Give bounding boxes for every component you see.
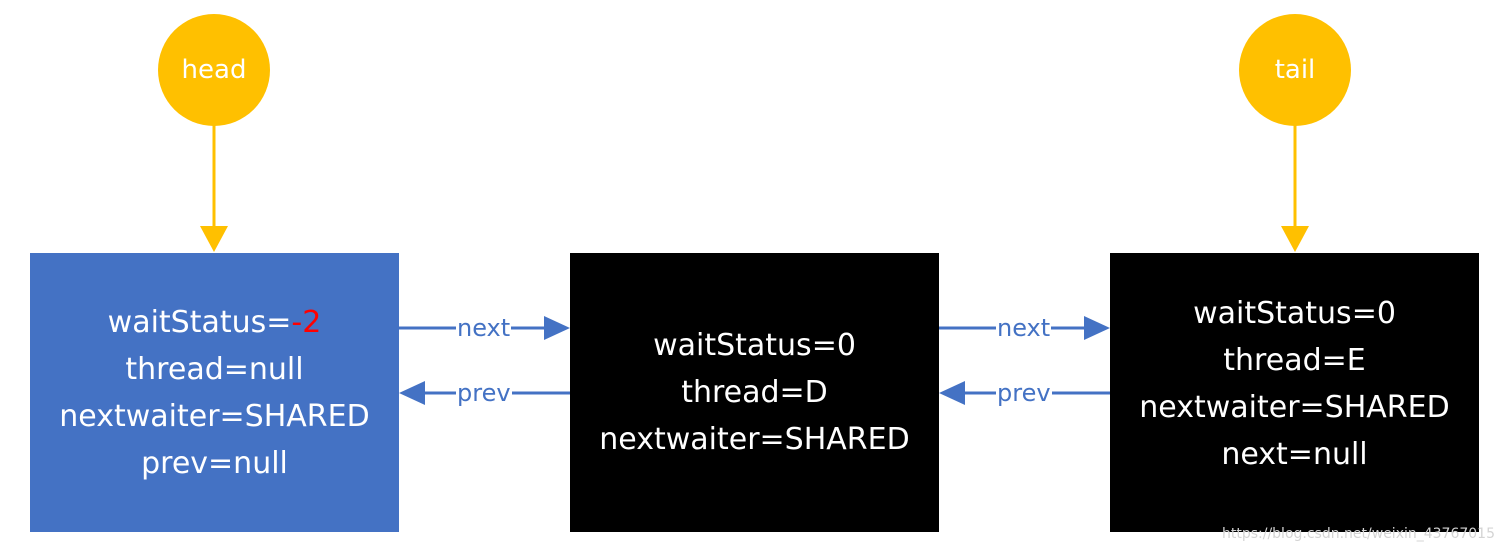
tail-node-next: next=null: [1221, 436, 1368, 472]
prev-link-label-1: prev: [456, 379, 512, 407]
middle-node-wait-status: waitStatus=0: [653, 322, 856, 369]
head-pointer-arrowhead: [200, 226, 228, 252]
next-link-label-2: next: [996, 314, 1052, 342]
middle-node: waitStatus=0 thread=D nextwaiter=SHARED: [570, 253, 939, 532]
next-link-label-1: next: [456, 314, 512, 342]
tail-node-wait-status: waitStatus=0: [1193, 290, 1396, 337]
wait-status-label: waitStatus=: [1193, 295, 1377, 331]
watermark-text: https://blog.csdn.net/weixin_43767015: [1221, 526, 1495, 542]
head-pointer-label: head: [181, 55, 247, 85]
head-node-thread: thread=null: [125, 351, 304, 387]
tail-node-thread: thread=E: [1223, 342, 1366, 378]
tail-node-nextwaiter: nextwaiter=SHARED: [1139, 389, 1450, 425]
tail-pointer-label: tail: [1274, 55, 1316, 85]
head-pointer: head: [158, 14, 270, 126]
head-node-prev: prev=null: [141, 445, 288, 481]
wait-status-label: waitStatus=: [107, 304, 292, 340]
head-node-wait-status: waitStatus=-2: [108, 299, 322, 346]
prev-link-label-2: prev: [996, 379, 1052, 407]
head-node: waitStatus=-2 thread=null nextwaiter=SHA…: [30, 253, 399, 532]
prev-arrowhead-2: [939, 381, 965, 405]
next-arrowhead-1: [544, 316, 570, 340]
next-arrowhead-2: [1084, 316, 1110, 340]
head-node-nextwaiter: nextwaiter=SHARED: [59, 398, 370, 434]
wait-status-value: 0: [836, 328, 856, 363]
tail-node: waitStatus=0 thread=E nextwaiter=SHARED …: [1110, 253, 1479, 532]
middle-node-thread: thread=D: [681, 375, 828, 410]
wait-status-value: -2: [291, 304, 322, 340]
tail-pointer: tail: [1239, 14, 1351, 126]
tail-pointer-arrowhead: [1281, 226, 1309, 252]
wait-status-value: 0: [1376, 295, 1396, 331]
middle-node-nextwaiter: nextwaiter=SHARED: [599, 422, 910, 457]
prev-arrowhead-1: [399, 381, 425, 405]
wait-status-label: waitStatus=: [653, 328, 837, 363]
